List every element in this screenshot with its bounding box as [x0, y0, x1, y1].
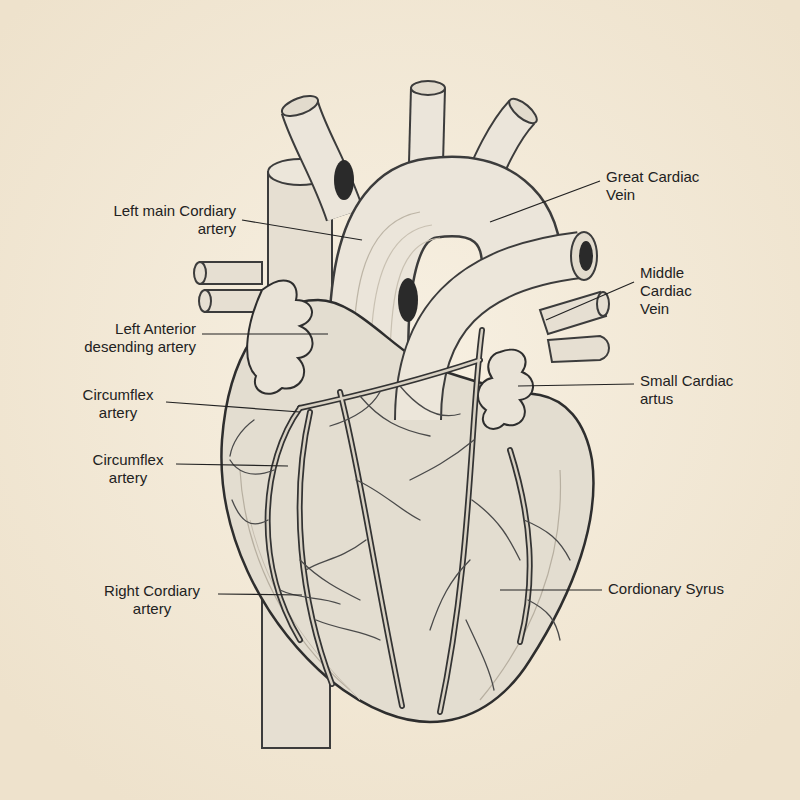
leader-lines: [166, 181, 634, 595]
great-vessels-back: [194, 159, 609, 748]
atrial-appendages: [247, 281, 533, 429]
part-label: Cordionary Syrus: [608, 580, 768, 598]
vessel-caps: [279, 81, 540, 127]
coronary-vessels: [230, 330, 570, 712]
part-label: Great Cardiac Vein: [606, 168, 716, 204]
part-label: Small Cardiac artus: [640, 372, 758, 408]
part-label: Left main Cordiary artery: [91, 202, 236, 238]
part-label: Circumflex artery: [86, 451, 170, 487]
part-label: Right Cordiary artery: [92, 582, 212, 618]
part-label: Circumflex artery: [76, 386, 160, 422]
part-label: Left Anterior desending artery: [68, 320, 196, 356]
part-label: Middle Cardiac Vein: [640, 264, 704, 318]
pulmonary-trunk: [334, 160, 597, 420]
